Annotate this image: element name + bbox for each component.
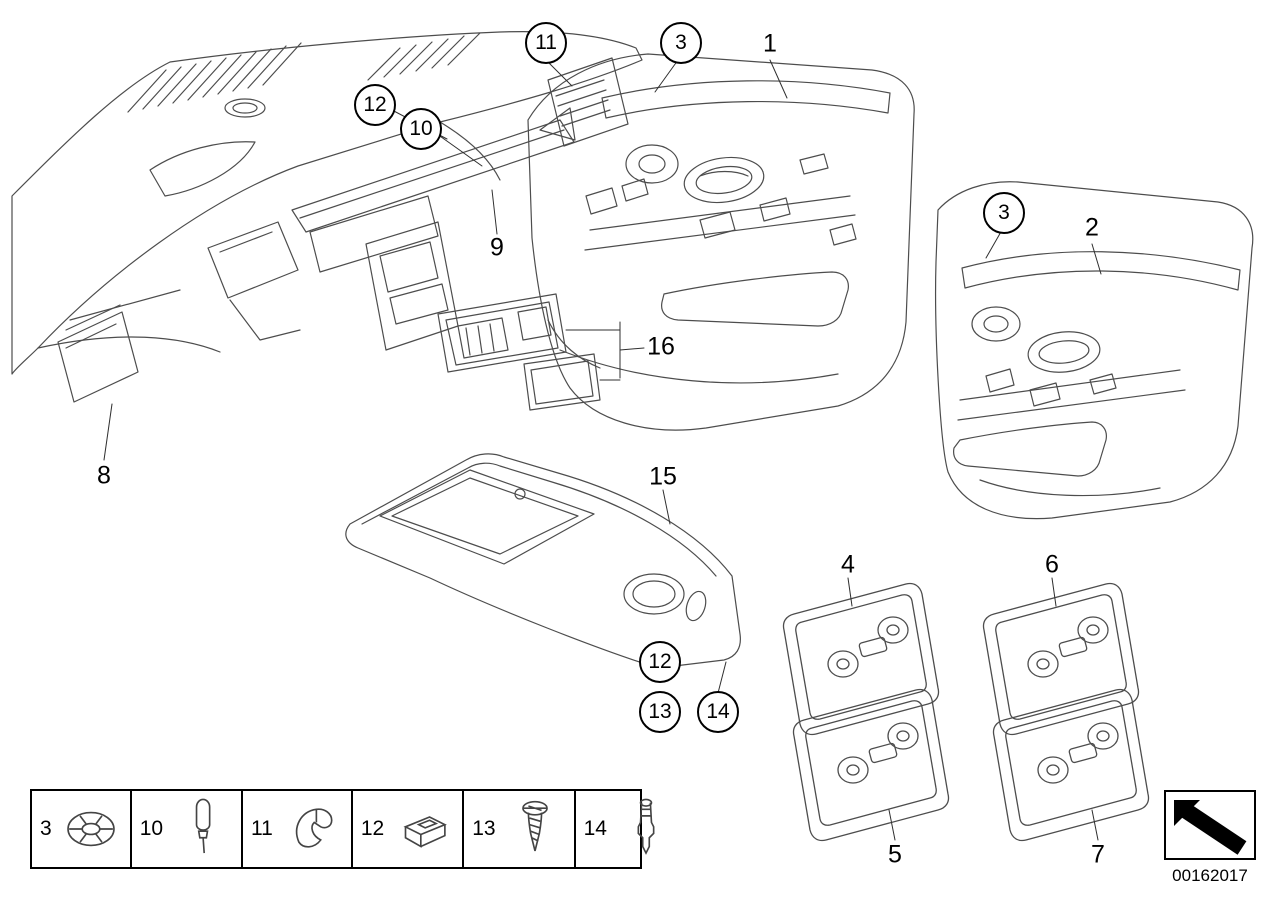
callout-3-circled-rear[interactable]: 3 [983,192,1025,234]
callout-2[interactable]: 2 [1085,213,1099,242]
legend-item-label: 3 [40,817,52,840]
dashboard-art [11,31,643,403]
callout-11-circled[interactable]: 11 [525,22,567,64]
callout-1[interactable]: 1 [763,29,777,58]
legend-item-3[interactable]: 3 [32,791,132,867]
expansion-rivet-icon [637,798,655,855]
bulb-plug-icon [195,798,211,854]
callout-16[interactable]: 16 [647,332,675,361]
center-console-art [345,453,741,669]
callout-12-circled-dash[interactable]: 12 [354,84,396,126]
callout-8[interactable]: 8 [97,461,111,490]
legend-item-label: 14 [583,817,607,840]
legend-item-13[interactable]: 13 [464,791,576,867]
legend-item-label: 12 [360,817,385,840]
legend-item-label: 10 [139,817,164,840]
grommet-icon [66,811,115,847]
spring-clip-icon [295,808,333,848]
callout-4[interactable]: 4 [841,550,855,579]
clip-nut-icon [403,816,448,848]
diagram-id: 00162017 [1172,866,1248,885]
legend-item-14[interactable]: 14 [576,791,685,867]
leader-lines [103,59,1102,841]
callout-6[interactable]: 6 [1045,550,1059,579]
front-door-panel-art [527,53,915,431]
part16-panels-art [437,293,601,411]
fastener-legend: 3 10 11 [30,789,655,869]
legend-item-12[interactable]: 12 [353,791,465,867]
legend-item-label: 11 [251,817,273,840]
callout-15[interactable]: 15 [649,462,677,491]
callout-9[interactable]: 9 [490,233,504,262]
callout-5[interactable]: 5 [888,840,902,869]
callout-14-circled[interactable]: 14 [697,691,739,733]
callout-13-circled[interactable]: 13 [639,691,681,733]
callout-12-circled-console[interactable]: 12 [639,641,681,683]
callout-3-circled-front[interactable]: 3 [660,22,702,64]
nav-arrow-icon [1174,800,1247,855]
direction-arrow-box[interactable] [1164,790,1256,860]
rear-door-panel-art [935,181,1254,520]
screw-icon [521,800,548,852]
legend-item-label: 13 [472,817,496,840]
legend-item-10[interactable]: 10 [132,791,244,867]
legend-item-11[interactable]: 11 [243,791,353,867]
callout-10-circled[interactable]: 10 [400,108,442,150]
callout-7[interactable]: 7 [1091,840,1105,869]
